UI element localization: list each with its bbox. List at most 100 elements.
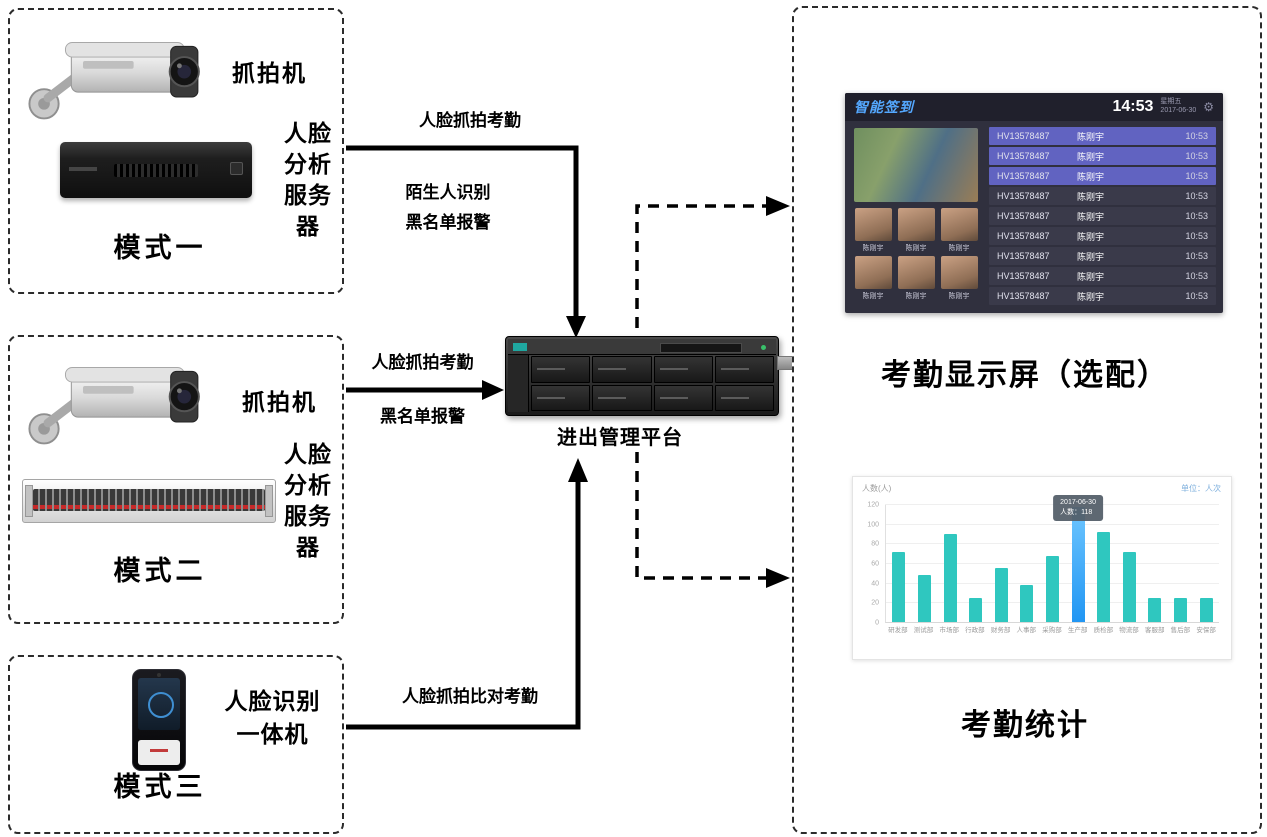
mode3-box: 人脸识别 一体机 模式三 <box>8 655 344 834</box>
x-tick-label: 安保部 <box>1196 627 1216 634</box>
y-tick-label: 40 <box>871 580 879 588</box>
chart-unit-note: 单位：人次 <box>1181 484 1221 493</box>
face-thumb: 陈刚宇 <box>854 256 892 301</box>
bar-column <box>1142 505 1168 622</box>
nvr-logo <box>69 166 97 171</box>
y-tick-label: 120 <box>867 501 879 509</box>
y-tick-label: 80 <box>871 540 879 548</box>
photo-column: 陈刚宇陈刚宇陈刚宇陈刚宇陈刚宇陈刚宇 <box>845 121 987 313</box>
attendance-id: HV13578487 <box>997 251 1050 261</box>
attendance-id: HV13578487 <box>997 271 1050 281</box>
attendance-time: 10:53 <box>1185 191 1208 201</box>
display-title: 智能签到 <box>854 99 914 115</box>
bar <box>1122 551 1136 622</box>
terminal-base <box>138 740 180 765</box>
face-caption: 陈刚宇 <box>862 245 884 252</box>
face-thumb: 陈刚宇 <box>897 256 935 301</box>
server-dvd-drive <box>660 343 742 353</box>
x-tick-label: 生产部 <box>1067 627 1088 634</box>
face-caption: 陈刚宇 <box>948 293 970 300</box>
attendance-id: HV13578487 <box>997 151 1050 161</box>
attendance-name: 陈刚宇 <box>1077 211 1105 222</box>
device-label-line: 人脸识别 <box>224 688 321 714</box>
tooltip-line: 2017-06-30 <box>1060 499 1096 507</box>
x-tick-label: 质检部 <box>1093 627 1114 634</box>
bar <box>1097 532 1111 622</box>
attendance-name: 陈刚宇 <box>1077 271 1105 282</box>
gridline <box>885 543 1219 545</box>
display-header: 智能签到 14:53 星期五 2017-06-30 ⚙ <box>845 93 1223 121</box>
bar-column <box>1193 505 1219 622</box>
mode1-to-platform-arrow <box>346 145 579 318</box>
server-left-panel <box>508 355 529 412</box>
mode1-box: 抓拍机 人脸 分析 服务 器 模式一 <box>8 8 344 294</box>
attendance-name: 陈刚宇 <box>1077 171 1105 182</box>
mode3-arrowhead <box>568 458 588 482</box>
platform-label: 进出管理平台 <box>557 427 683 449</box>
display-arrowhead <box>766 196 790 216</box>
attendance-time: 10:53 <box>1185 231 1208 241</box>
bar <box>1199 597 1213 622</box>
mode3-device-label: 人脸识别 一体机 <box>200 685 345 751</box>
bullet-camera-icon <box>20 347 220 459</box>
bar <box>917 575 931 622</box>
server-label-line: 人脸 <box>284 441 332 467</box>
face-photo <box>940 256 978 289</box>
terminal-card-slot <box>150 749 168 752</box>
face-caption: 陈刚宇 <box>862 293 884 300</box>
server-label-line: 分析 <box>284 151 332 177</box>
chart-arrowhead <box>766 568 790 588</box>
y-tick-label: 60 <box>871 560 879 568</box>
mode1-title: 模式一 <box>113 233 207 263</box>
bar <box>1045 555 1059 622</box>
attendance-time: 10:53 <box>1185 151 1208 161</box>
display-clock-date: 星期五 2017-06-30 <box>1160 98 1196 116</box>
x-tick-label: 售后部 <box>1170 627 1191 634</box>
mode2-arrowhead <box>482 380 504 400</box>
x-tick-label: 人事部 <box>1016 627 1037 634</box>
server-status-led <box>761 345 766 350</box>
drive-bay <box>531 356 591 383</box>
bar-column <box>912 505 938 622</box>
face-photo <box>897 256 935 289</box>
attendance-name: 陈刚宇 <box>1077 131 1105 142</box>
x-tick-label: 测试部 <box>913 627 934 634</box>
server-label-line: 器 <box>296 213 320 239</box>
rack-ear-left <box>25 485 33 517</box>
bullet-camera-icon <box>20 22 220 134</box>
device-label-line: 一体机 <box>236 721 309 747</box>
bar-column <box>1091 505 1117 622</box>
bar-column <box>1168 505 1194 622</box>
nvr-power-button <box>230 162 243 176</box>
bar <box>1020 584 1034 622</box>
chart-xlabels: 研发部测试部市场部行政部财务部人事部采购部生产部质检部物流部客服部售后部安保部 <box>885 624 1219 656</box>
x-tick-label: 市场部 <box>939 627 959 634</box>
bar <box>969 597 983 622</box>
drive-bay <box>592 356 652 383</box>
attendance-name: 陈刚宇 <box>1077 231 1105 242</box>
x-tick-label: 物流部 <box>1119 627 1139 634</box>
y-tick-label: 100 <box>867 521 879 529</box>
x-tick-label: 行政部 <box>965 627 985 634</box>
face-thumb: 陈刚宇 <box>897 208 935 253</box>
rack-red-accents <box>33 505 265 509</box>
face-caption: 陈刚宇 <box>948 245 970 252</box>
flow-label-face-capture-attendance-2: 人脸抓拍考勤 <box>371 353 474 372</box>
chart-y-axis-title: 人数(人) <box>862 484 892 493</box>
x-tick-label: 采购部 <box>1042 627 1062 634</box>
mode2-camera-label: 抓拍机 <box>242 389 317 415</box>
display-week: 星期五 <box>1160 98 1182 106</box>
